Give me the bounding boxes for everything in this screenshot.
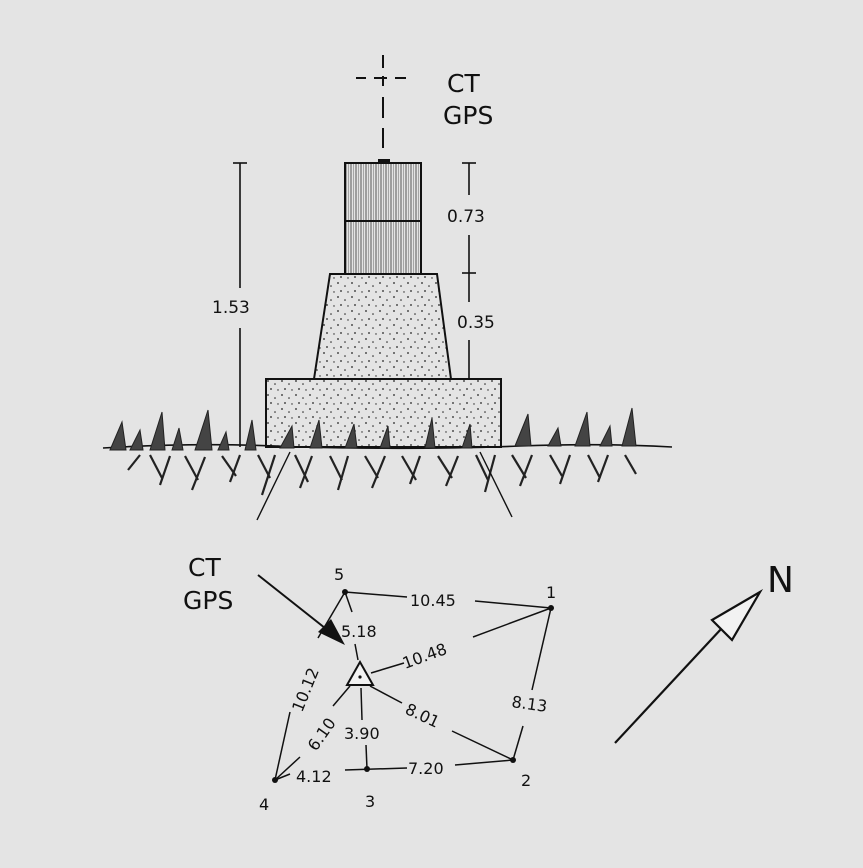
station-2-dot [510,757,516,763]
north-label: N [767,560,794,601]
frustum-height-label: 0.35 [457,313,495,333]
survey-lines [274,591,552,781]
total-height-dimension [233,162,247,447]
pointer-arrow [257,574,345,645]
north-arrow: N [614,560,794,744]
distance-c-2: 8.01 [402,699,442,731]
station-points [272,589,554,783]
station-1-label: 1 [546,583,556,602]
distance-5-1: 10.45 [410,591,456,610]
station-3-dot [364,766,370,772]
total-height-label: 1.53 [212,298,250,318]
station-4-dot [272,777,278,783]
plan-marker-label-ct: CT [188,553,221,582]
distance-c-5: 5.18 [341,622,377,641]
elevation-marker-label-gps: GPS [443,101,493,130]
concrete-base-slab [265,378,502,448]
plan-marker-label-gps: GPS [183,586,233,615]
centre-cross-marker [356,55,406,148]
elevation-view: CT GPS [102,55,673,521]
distance-c-4: 6.10 [304,714,340,754]
pillar-height-label: 0.73 [447,207,485,227]
distance-1-2: 8.13 [510,692,548,716]
station-5-label: 5 [334,565,344,584]
station-4-label: 4 [259,795,269,814]
control-point-triangle [345,659,375,686]
station-5-dot [342,589,348,595]
distance-c-3: 3.90 [344,724,380,743]
distance-4-5: 10.12 [288,665,323,715]
distance-4-3: 4.12 [296,767,332,786]
station-1-dot [548,605,554,611]
pit-sides [256,451,513,521]
distance-c-1: 10.48 [400,639,450,673]
plan-view: CT GPS [183,553,556,814]
pillar [344,159,422,275]
concrete-frustum [312,273,453,380]
soil-hatching [127,454,637,496]
grass-tufts [109,407,637,451]
distance-3-2: 7.20 [408,759,444,778]
elevation-marker-label-ct: CT [447,69,480,98]
station-3-label: 3 [365,792,375,811]
station-2-label: 2 [521,771,531,790]
pillar-height-dimension [462,162,476,379]
